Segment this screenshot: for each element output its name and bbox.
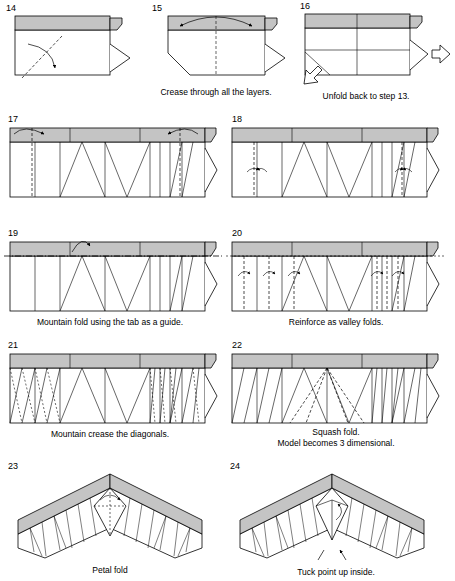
step-17-strip <box>10 128 217 197</box>
step-24-figure <box>240 474 424 560</box>
instruction-caption: Tuck point up inside. <box>297 568 375 577</box>
step-20-strip <box>226 242 444 311</box>
step-number: 14 <box>6 4 16 13</box>
step-number: 19 <box>8 229 18 238</box>
instruction-caption: Unfold back to step 13. <box>323 92 410 101</box>
step-number: 16 <box>300 2 310 11</box>
step-number: 23 <box>8 462 18 471</box>
step-22-strip <box>232 354 439 423</box>
step-15-figure <box>168 16 285 75</box>
step-number: 17 <box>8 115 18 124</box>
step-14-figure <box>15 16 130 78</box>
instruction-caption: Model becomes 3 dimensional. <box>277 439 394 448</box>
step-number: 21 <box>8 341 18 350</box>
step-number: 18 <box>232 115 242 124</box>
instruction-caption: Crease through all the layers. <box>160 88 271 97</box>
instruction-caption: Squash fold. <box>312 428 359 437</box>
step-18-strip <box>232 128 439 197</box>
step-number: 20 <box>232 229 242 238</box>
step-number: 15 <box>152 4 162 13</box>
instruction-caption: Petal fold <box>92 566 127 575</box>
step-19-strip <box>4 241 222 311</box>
instruction-caption: Mountain crease the diagonals. <box>51 430 169 439</box>
step-16-figure <box>304 14 450 84</box>
instruction-caption: Reinforce as valley folds. <box>289 318 384 327</box>
step-21-strip <box>10 354 217 423</box>
instruction-caption: Mountain fold using the tab as a guide. <box>37 318 183 327</box>
step-number: 22 <box>232 341 242 350</box>
step-23-figure <box>18 474 202 558</box>
step-number: 24 <box>230 462 240 471</box>
